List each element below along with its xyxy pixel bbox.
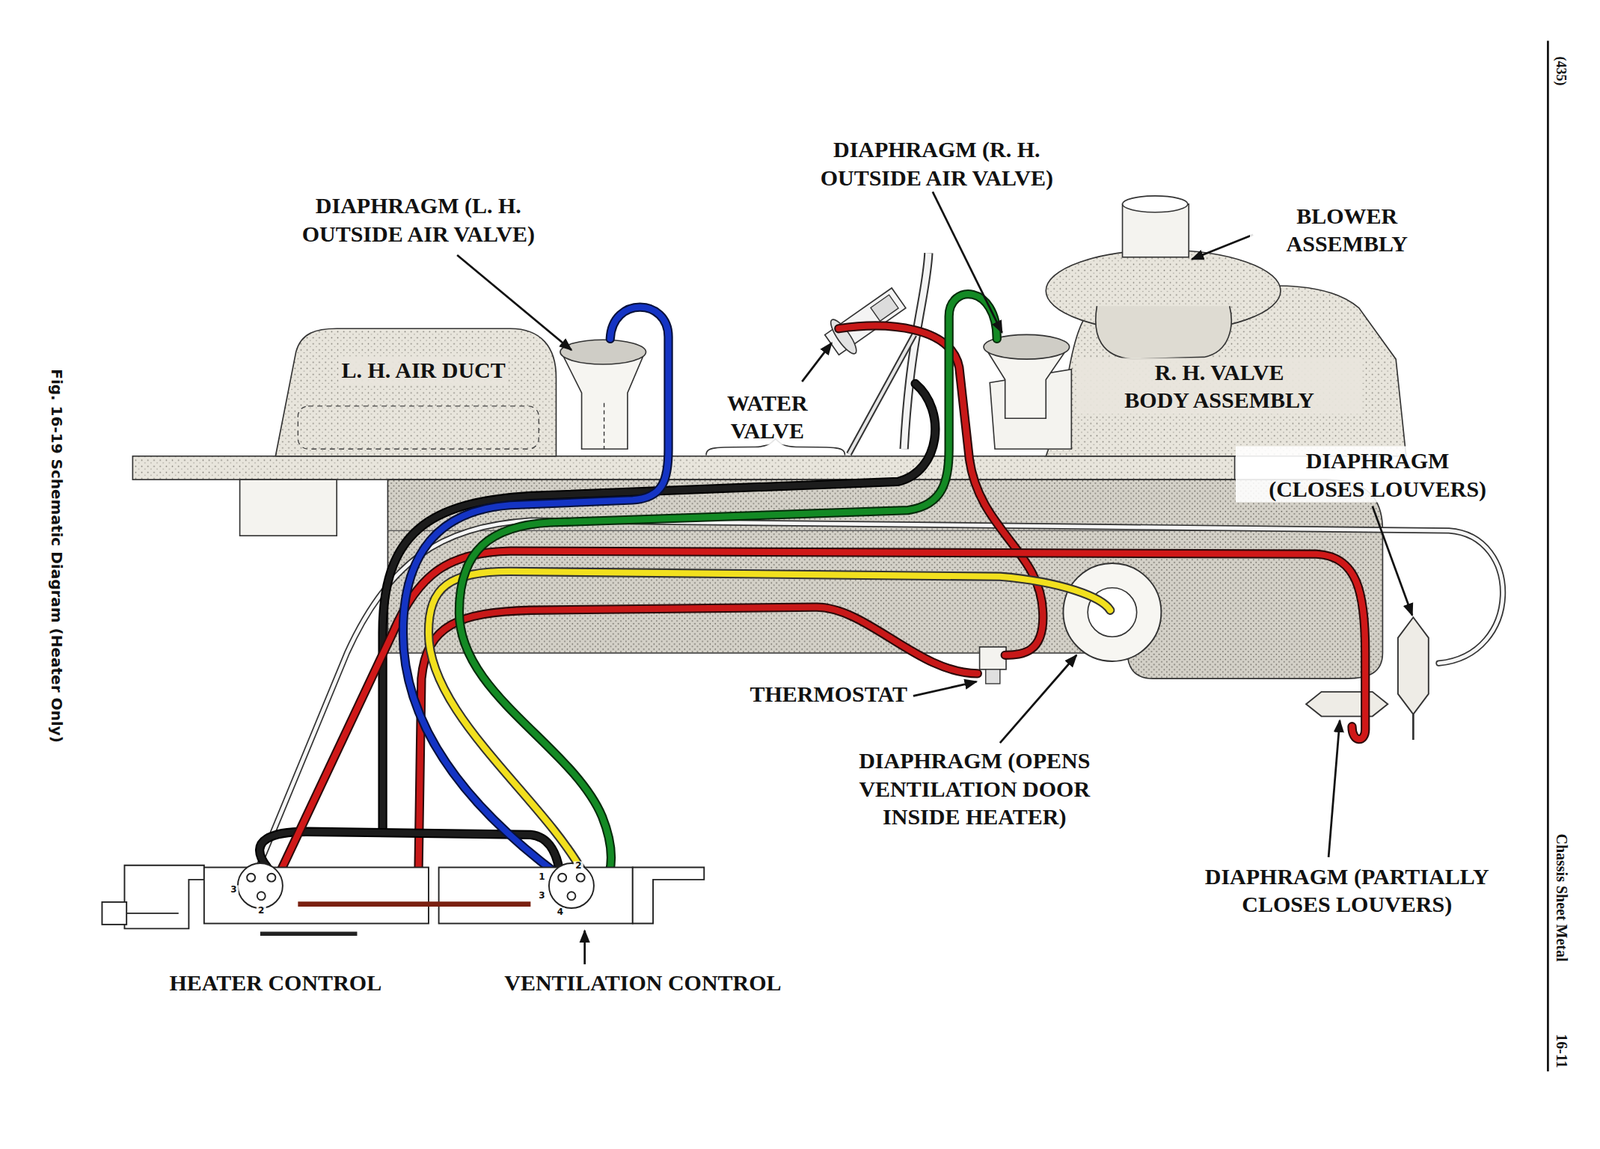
pin-number: 3 [228, 884, 238, 895]
pin-number: 2 [256, 906, 266, 917]
running-head: Chassis Sheet Metal [1552, 831, 1571, 965]
callout-label: DIAPHRAGM (L. H. OUTSIDE AIR VALVE) [208, 191, 628, 248]
rh-valve-body-housing [1045, 285, 1407, 457]
heater-control-unit [101, 863, 429, 934]
red-hose [277, 551, 1366, 879]
pin-number: 4 [555, 907, 565, 918]
control-link-rod [297, 901, 531, 907]
hose-outline [277, 551, 1366, 879]
callout-label: DIAPHRAGM (R. H. OUTSIDE AIR VALVE) [727, 135, 1146, 192]
lh-diaphragm-top [560, 339, 647, 365]
cowl-panel [132, 456, 1235, 480]
white-hose [255, 520, 1503, 876]
callout-label: DIAPHRAGM (CLOSES LOUVERS) [1235, 446, 1520, 503]
vacuum-hoses [255, 293, 1503, 904]
callout-label: THERMOSTAT [746, 679, 911, 709]
callout-label: HEATER CONTROL [166, 968, 385, 998]
part-label: R. H. VALVE BODY ASSEMBLY [1077, 357, 1362, 414]
partially-closes-louvers-diaphragm [1306, 691, 1388, 717]
lh-diaphragm [561, 352, 645, 450]
callout-label: DIAPHRAGM (PARTIALLY CLOSES LOUVERS) [1190, 861, 1505, 918]
leader-lines [457, 191, 1413, 965]
diaphragm-rod [603, 403, 605, 449]
blower-outlet [1095, 305, 1232, 360]
thermostat-nub [985, 669, 1001, 684]
blower-motor-top [1122, 195, 1188, 213]
page-number: 16-11 [1552, 1030, 1571, 1072]
hose-outline [255, 520, 1503, 876]
callout-label: BLOWER ASSEMBLY [1249, 201, 1445, 258]
figure-caption: Fig. 16-19 Schematic Diagram (Heater Onl… [47, 366, 66, 747]
louver-rod [1412, 714, 1415, 740]
valve-rod-fill [848, 334, 915, 455]
ventilation-control-unit [439, 863, 705, 924]
duct-outlet [240, 479, 338, 536]
duct-inner-outline [297, 406, 539, 449]
closes-louvers-diaphragm [1398, 617, 1429, 715]
page-rule [1546, 41, 1550, 1072]
pin-number: 1 [537, 872, 547, 883]
callout-label: VENTILATION CONTROL [501, 968, 784, 998]
part-label: L. H. AIR DUCT [338, 356, 509, 385]
pin-number: 2 [573, 861, 583, 872]
page-number: (435) [1552, 53, 1571, 90]
valve-rod [848, 334, 915, 455]
pin-number: 3 [537, 890, 547, 901]
lh-air-duct [275, 328, 556, 457]
callout-label: DIAPHRAGM (OPENS VENTILATION DOOR INSIDE… [810, 746, 1140, 832]
callout-label: WATER VALVE [711, 388, 824, 445]
